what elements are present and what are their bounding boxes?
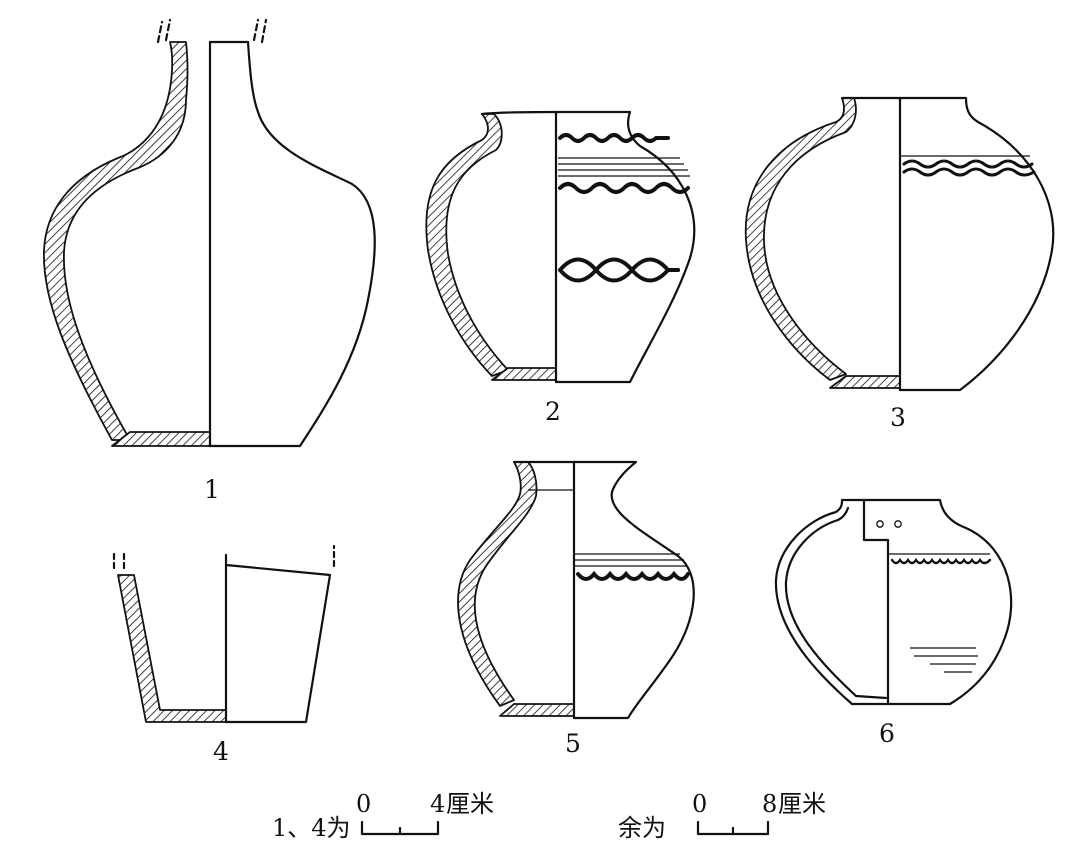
scale-bar-ruler (360, 820, 440, 836)
scale-caption: 余为 (618, 814, 666, 842)
vessel-1-exterior-profile (208, 40, 376, 448)
vessel-6-broken-section (862, 498, 890, 706)
vessel-3-exterior-profile (840, 96, 1055, 392)
vessel-6-decoration (888, 553, 992, 673)
vessel-5-base-section (499, 703, 575, 717)
vessel-3-base-section (829, 375, 901, 389)
vessel-1: 1 (43, 18, 376, 504)
vessel-4-wall-section (117, 574, 227, 723)
vessel-3-wall-section (744, 97, 857, 381)
vessel-4: 4 (112, 544, 336, 766)
scale-unit: 厘米 (446, 790, 494, 818)
scale-end: 8 (762, 790, 777, 818)
scale-bar-ruler (696, 820, 770, 836)
vessel-2: 2 (425, 110, 696, 426)
vessel-1-wall-section (43, 41, 189, 441)
scale-start: 0 (692, 790, 707, 818)
vessel-3: 3 (744, 96, 1055, 432)
vessel-4-exterior-profile (224, 563, 332, 724)
vessel-3-number: 3 (890, 403, 906, 432)
vessel-6-hole (894, 520, 902, 528)
vessel-3-decoration (900, 155, 1036, 177)
scale-end: 4 (430, 790, 445, 818)
scale-bar-1-4: 1、4为 0 4 厘米 (272, 790, 494, 842)
vessel-4-broken-rim (112, 544, 336, 570)
vessel-5-decoration (574, 553, 690, 581)
vessel-6-inner-wall (784, 506, 888, 700)
vessel-1-base-section (111, 431, 211, 447)
vessel-1-broken-rim (156, 18, 268, 44)
vessel-2-decoration (558, 133, 690, 283)
scale-bar-others: 余为 0 8 厘米 (618, 790, 826, 842)
scale-caption: 1、4为 (272, 814, 351, 842)
vessel-2-exterior-profile (480, 110, 696, 384)
vessel-5-wall-section (457, 461, 538, 707)
scale-unit: 厘米 (778, 790, 826, 818)
scale-start: 0 (356, 790, 371, 818)
vessel-4-number: 4 (213, 737, 229, 766)
vessel-2-wall-section (425, 113, 509, 377)
vessel-6-number: 6 (879, 719, 895, 748)
vessel-2-number: 2 (545, 397, 561, 426)
vessel-5-exterior-profile (512, 460, 695, 720)
vessel-6: 6 (774, 498, 1013, 748)
vessel-1-number: 1 (204, 475, 220, 504)
vessel-5-number: 5 (565, 729, 581, 758)
vessel-5: 5 (457, 460, 695, 758)
vessel-6-hole (876, 520, 884, 528)
vessel-6-exterior-profile (774, 498, 1013, 706)
